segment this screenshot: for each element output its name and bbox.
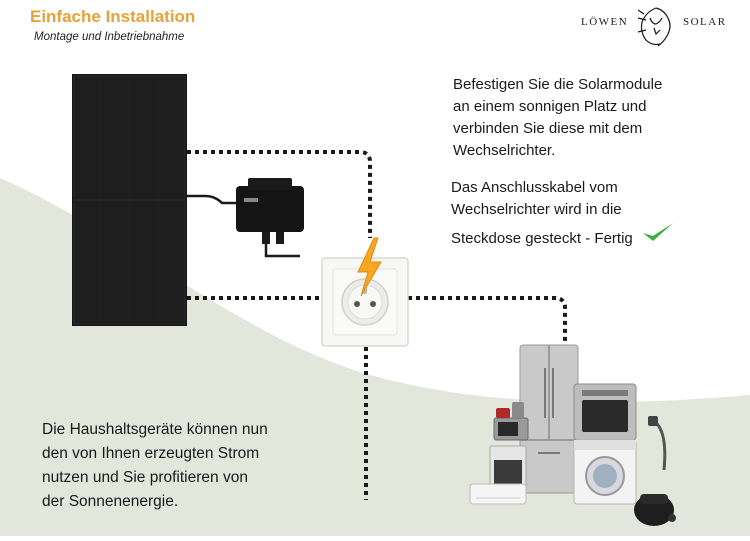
page-subtitle: Montage und Inbetriebnahme: [34, 31, 185, 43]
brand-word-right: SOLAR: [683, 16, 727, 28]
solar-panel: [72, 74, 187, 326]
appliance-line-1: Die Haushaltsgeräte können nun: [42, 421, 268, 438]
cable-line-3: Steckdose gesteckt - Fertig: [451, 230, 633, 247]
appliance-line-2: den von Ihnen erzeugten Strom: [42, 445, 260, 462]
mounting-instructions: Befestigen Sie die Solarmodule an einem …: [453, 74, 662, 162]
dotted-cables: [187, 150, 567, 500]
appliance-description: Die Haushaltsgeräte können nun den von I…: [42, 418, 268, 514]
mounting-line-4: Wechselrichter.: [453, 142, 556, 159]
vacuum-cleaner: [634, 416, 676, 526]
cable-line-2: Wechselrichter wird in die: [451, 201, 622, 218]
appliance-line-4: der Sonnenenergie.: [42, 493, 179, 510]
oven-appliance: [573, 383, 637, 441]
kitchen-small-appliances: [496, 402, 524, 418]
cable-line-1: Das Anschlusskabel vom: [451, 179, 618, 196]
microwave: [493, 417, 529, 441]
page-title: Einfache Installation: [30, 7, 196, 26]
air-conditioner: [469, 483, 527, 505]
lion-logo-icon: [637, 7, 671, 47]
mounting-line-3: verbinden Sie diese mit dem: [453, 120, 643, 137]
cable-instructions: Das Anschlusskabel vom Wechselrichter wi…: [451, 177, 675, 250]
cable-socket-to-appliances: [408, 296, 567, 350]
lightning-bolt-icon: [357, 237, 382, 297]
fridge-appliance: [519, 344, 579, 494]
checkmark-icon: [642, 223, 673, 241]
brand-word-left: LÖWEN: [581, 16, 629, 28]
appliance-line-3: nutzen und Sie profitieren von: [42, 469, 248, 486]
washing-machine: [573, 439, 637, 505]
mounting-line-2: an einem sonnigen Platz und: [453, 98, 647, 115]
stove-appliance: [489, 445, 527, 495]
mounting-line-1: Befestigen Sie die Solarmodule: [453, 76, 663, 93]
cable-line-3-wrap: Steckdose gesteckt - Fertig: [451, 221, 675, 250]
microinverter: [187, 178, 304, 258]
household-appliances: [469, 344, 676, 526]
